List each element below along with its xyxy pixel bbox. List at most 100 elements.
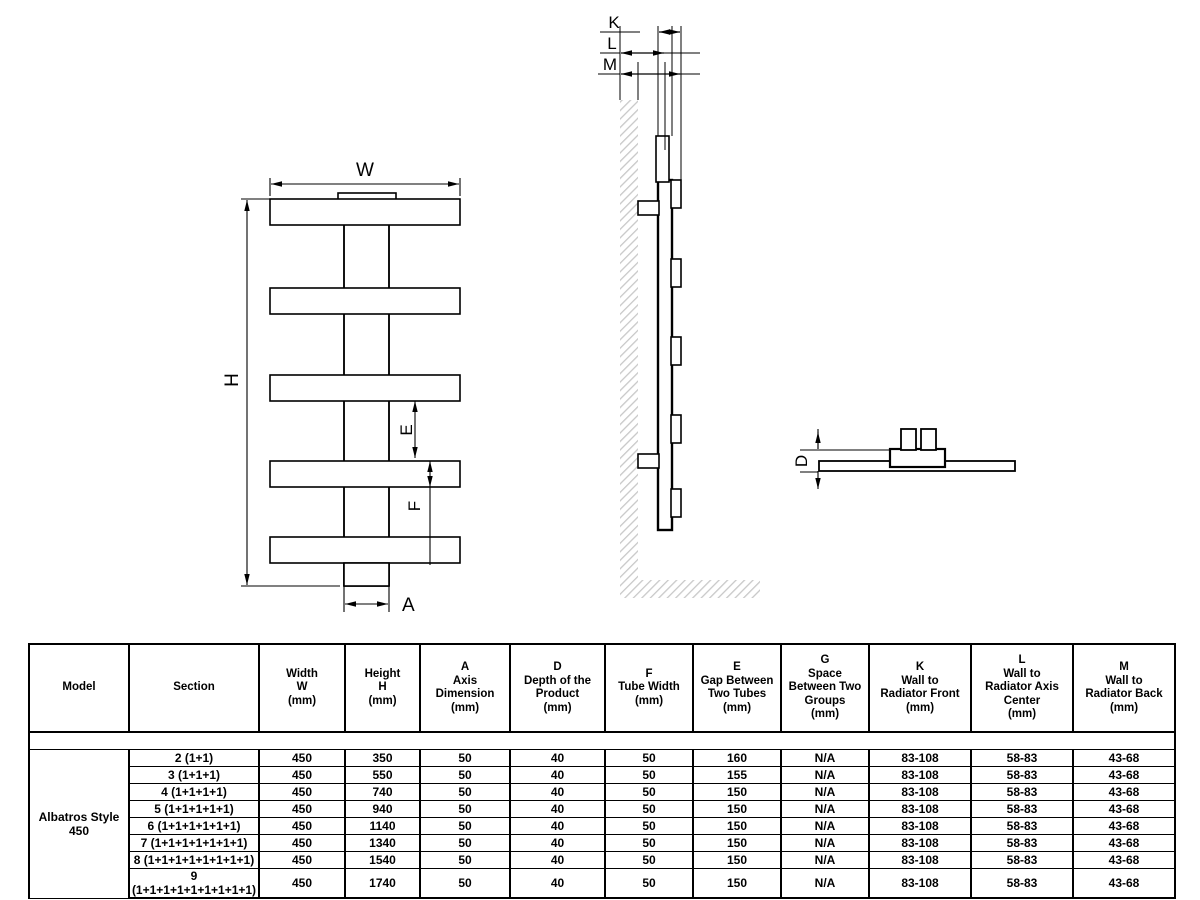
cell-g: N/A — [780, 834, 870, 852]
col-header-d-l2: Product — [535, 688, 580, 700]
cell-d: 40 — [509, 851, 606, 869]
side-view-extension-lines — [619, 26, 682, 180]
col-header-g-l3: Groups — [804, 694, 846, 707]
cell-a: 50 — [419, 800, 511, 818]
cell-g: N/A — [780, 851, 870, 869]
cell-section: 8 (1+1+1+1+1+1+1+1) — [128, 851, 260, 869]
cell-width: 450 — [258, 868, 346, 899]
cell-l: 58-83 — [970, 800, 1074, 818]
cell-f: 50 — [604, 800, 694, 818]
cell-section: 2 (1+1) — [128, 749, 260, 767]
col-header-height-l0: Height — [364, 667, 401, 680]
cell-a: 50 — [419, 868, 511, 899]
col-header-l-l0: L — [1018, 654, 1026, 667]
col-header-d-l0: D — [553, 661, 562, 673]
side-view-top-stub — [655, 135, 670, 183]
col-header-width-l0: Width — [286, 667, 318, 680]
col-header-width-l2: (mm) — [287, 694, 317, 707]
cell-section: 5 (1+1+1+1+1) — [128, 800, 260, 818]
cell-height: 1540 — [344, 851, 421, 869]
cell-f: 50 — [604, 834, 694, 852]
col-header-g-l0: G — [820, 654, 830, 667]
dimension-H — [241, 198, 340, 587]
col-header-g-l2: Between Two — [788, 681, 862, 694]
col-header-a-l2: Dimension — [435, 688, 495, 700]
cell-e: 150 — [692, 817, 782, 835]
cell-f: 50 — [604, 817, 694, 835]
cell-e: 150 — [692, 868, 782, 899]
col-header-f: F Tube Width (mm) — [604, 643, 694, 733]
cell-g: N/A — [780, 749, 870, 767]
col-header-section-l0: Section — [173, 681, 215, 694]
col-header-a-l0: A — [460, 661, 470, 673]
cell-k: 83-108 — [868, 834, 972, 852]
cell-d: 40 — [509, 817, 606, 835]
cell-k: 83-108 — [868, 817, 972, 835]
col-header-m-l2: Radiator Back — [1085, 688, 1163, 700]
cell-m: 43-68 — [1072, 834, 1176, 852]
dimension-label-F: F — [405, 501, 424, 511]
cell-f: 50 — [604, 749, 694, 767]
cell-width: 450 — [258, 749, 346, 767]
cell-d: 40 — [509, 834, 606, 852]
cell-height: 1140 — [344, 817, 421, 835]
cell-m: 43-68 — [1072, 783, 1176, 801]
table-section-gap-cell — [28, 731, 1176, 750]
cell-model-line-0: Albatros Style — [38, 809, 120, 824]
cell-d: 40 — [509, 800, 606, 818]
cell-height: 940 — [344, 800, 421, 818]
cell-l: 58-83 — [970, 749, 1074, 767]
col-header-e-l3: (mm) — [722, 701, 752, 714]
cell-m: 43-68 — [1072, 800, 1176, 818]
top-view-tube-stubs — [900, 428, 937, 451]
col-header-section: Section — [128, 643, 260, 733]
cell-k: 83-108 — [868, 766, 972, 784]
cell-e: 160 — [692, 749, 782, 767]
dimension-label-E: E — [397, 424, 416, 435]
col-header-m-l1: Wall to — [1105, 674, 1143, 687]
col-header-l-l4: (mm) — [1007, 708, 1037, 721]
col-header-a-l1: Axis — [452, 674, 478, 687]
cell-section: 6 (1+1+1+1+1+1) — [128, 817, 260, 835]
col-header-model: Model — [28, 643, 130, 733]
cell-k: 83-108 — [868, 800, 972, 818]
col-header-model-l0: Model — [62, 681, 96, 694]
cell-m: 43-68 — [1072, 817, 1176, 835]
col-header-k-l0: K — [915, 661, 925, 673]
cell-section: 3 (1+1+1) — [128, 766, 260, 784]
cell-f: 50 — [604, 851, 694, 869]
table-header-row: Model Section Width W (mm) Height H (mm) — [28, 643, 1176, 733]
cell-g: N/A — [780, 766, 870, 784]
cell-height: 1740 — [344, 868, 421, 899]
cell-e: 155 — [692, 766, 782, 784]
side-view-protrusions — [670, 179, 682, 518]
col-header-d-l1: Depth of the — [523, 674, 592, 687]
cell-l: 58-83 — [970, 766, 1074, 784]
col-header-f-l0: F — [645, 667, 653, 680]
cell-e: 150 — [692, 800, 782, 818]
front-view: W H E F — [222, 160, 461, 616]
cell-g: N/A — [780, 817, 870, 835]
side-view: K L M — [598, 13, 760, 598]
top-view: D — [792, 428, 1016, 489]
dimension-label-D: D — [792, 455, 811, 467]
col-header-l-l2: Radiator Axis — [985, 681, 1059, 694]
cell-e: 150 — [692, 783, 782, 801]
col-header-e: E Gap Between Two Tubes (mm) — [692, 643, 782, 733]
dimension-label-W: W — [356, 160, 374, 181]
cell-e: 150 — [692, 851, 782, 869]
cell-m: 43-68 — [1072, 749, 1176, 767]
cell-g: N/A — [780, 868, 870, 899]
specification-table: Model Section Width W (mm) Height H (mm) — [28, 643, 1176, 899]
col-header-g-l1: Space — [808, 667, 842, 680]
